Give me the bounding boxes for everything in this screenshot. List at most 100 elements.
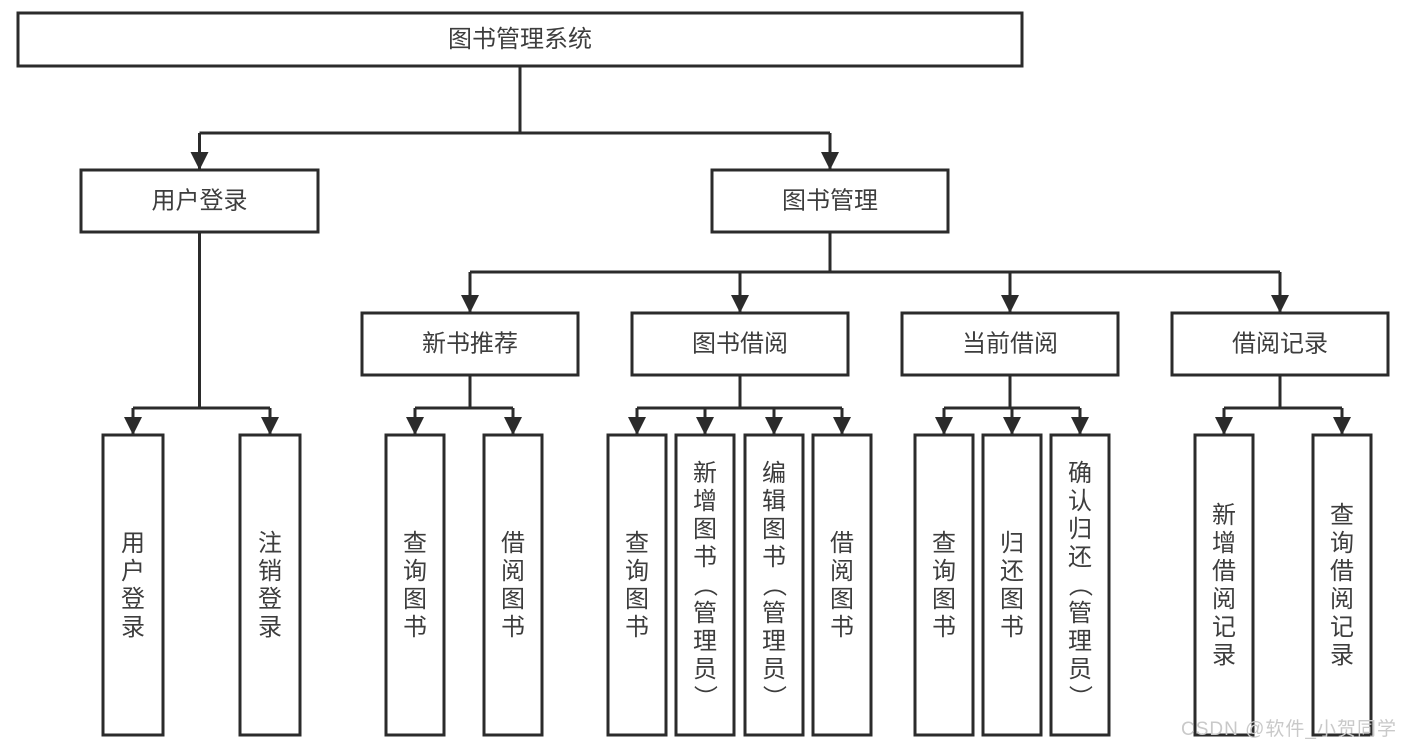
node-box-leaf-borrow-book-1	[482, 433, 544, 737]
node-label-leaf-borrow-book-1-char-1: 阅	[501, 558, 525, 585]
node-label-leaf-borrow-book-2-char-2: 图	[830, 586, 854, 613]
node-label-leaf-add-book-char-7: 员	[693, 656, 717, 683]
node-label-leaf-query-record-char-3: 阅	[1330, 586, 1354, 613]
arrow-head-icon	[124, 417, 142, 435]
arrow-head-icon	[261, 417, 279, 435]
node-box-leaf-query-record	[1311, 433, 1373, 737]
node-box-borrow-record	[1170, 311, 1390, 377]
arrow-head-icon	[696, 417, 714, 435]
node-box-book-manage	[710, 168, 950, 234]
edges-from-new-book-rec	[406, 375, 522, 435]
node-box-leaf-add-record	[1193, 433, 1255, 737]
node-label-leaf-query-book-1-char-2: 图	[403, 586, 427, 613]
arrow-head-icon	[504, 417, 522, 435]
node-label-leaf-borrow-book-1-char-3: 书	[501, 614, 525, 641]
node-label-leaf-return-book-char-0: 归	[1000, 530, 1024, 557]
node-label-leaf-query-book-1-char-3: 书	[403, 614, 427, 641]
node-label-leaf-add-book-char-2: 图	[693, 516, 717, 543]
arrow-head-icon	[821, 152, 839, 170]
node-label-leaf-query-book-2-char-1: 询	[625, 558, 649, 585]
node-label-leaf-user-login-char-3: 录	[121, 614, 145, 641]
node-label-leaf-edit-book-char-3: 书	[762, 544, 786, 571]
node-label-leaf-user-logout-char-0: 注	[258, 530, 282, 557]
node-box-new-book-rec	[360, 311, 580, 377]
node-layer: 图书管理系统用户登录图书管理新书推荐图书借阅当前借阅借阅记录用户登录注销登录查询…	[16, 11, 1390, 737]
node-label-leaf-borrow-book-1-char-0: 借	[501, 530, 525, 557]
node-label-leaf-return-book-char-2: 图	[1000, 586, 1024, 613]
node-label-leaf-add-book-char-8: ）	[691, 685, 718, 709]
node-current-borrow[interactable]: 当前借阅	[900, 311, 1120, 377]
arrow-head-icon	[731, 295, 749, 313]
arrow-head-icon	[833, 417, 851, 435]
node-label-leaf-add-book-char-6: 理	[693, 628, 717, 655]
node-box-leaf-query-book-1	[384, 433, 446, 737]
arrow-head-icon	[628, 417, 646, 435]
node-label-leaf-confirm-return-char-5: 管	[1068, 600, 1092, 627]
node-label-leaf-confirm-return-char-6: 理	[1068, 628, 1092, 655]
node-label-leaf-query-record-char-5: 录	[1330, 642, 1354, 669]
node-label-leaf-add-book-char-5: 管	[693, 600, 717, 627]
node-label-leaf-confirm-return-char-2: 归	[1068, 516, 1092, 543]
node-label-leaf-query-record-char-2: 借	[1330, 558, 1354, 585]
node-label-leaf-user-logout-char-1: 销	[258, 558, 282, 585]
node-label-leaf-add-record-char-0: 新	[1212, 502, 1236, 529]
node-box-current-borrow	[900, 311, 1120, 377]
node-label-leaf-query-record-char-0: 查	[1330, 502, 1354, 529]
node-new-book-rec[interactable]: 新书推荐	[360, 311, 580, 377]
node-borrow-record[interactable]: 借阅记录	[1170, 311, 1390, 377]
node-box-leaf-edit-book	[743, 433, 805, 737]
node-label-leaf-query-book-2-char-0: 查	[625, 530, 649, 557]
node-label-leaf-user-logout-char-2: 登	[258, 586, 282, 613]
node-user-login[interactable]: 用户登录	[79, 168, 320, 234]
arrow-head-icon	[1071, 417, 1089, 435]
node-label-leaf-edit-book-char-0: 编	[762, 460, 786, 487]
node-label-leaf-confirm-return-char-4: （	[1066, 573, 1093, 597]
node-label-leaf-return-book-char-1: 还	[1000, 558, 1024, 585]
node-label-leaf-edit-book-char-4: （	[760, 573, 787, 597]
edges-from-book-borrow	[628, 375, 851, 435]
node-label-user-login: 用户登录	[152, 187, 248, 214]
node-label-leaf-add-book-char-1: 增	[693, 488, 717, 515]
node-book-manage[interactable]: 图书管理	[710, 168, 950, 234]
node-label-leaf-query-book-1-char-0: 查	[403, 530, 427, 557]
node-box-user-login	[79, 168, 320, 234]
node-label-leaf-borrow-book-2-char-3: 书	[830, 614, 854, 641]
edges-from-book-manage	[461, 232, 1289, 313]
node-label-leaf-query-book-3-char-1: 询	[932, 558, 956, 585]
node-label-leaf-user-logout-char-3: 录	[258, 614, 282, 641]
node-label-leaf-add-book-char-0: 新	[693, 460, 717, 487]
node-label-leaf-add-book-char-3: 书	[693, 544, 717, 571]
node-label-leaf-add-record-char-5: 录	[1212, 642, 1236, 669]
arrow-head-icon	[765, 417, 783, 435]
arrow-head-icon	[1215, 417, 1233, 435]
arrow-head-icon	[935, 417, 953, 435]
node-label-leaf-edit-book-char-1: 辑	[762, 488, 786, 515]
node-label-leaf-borrow-book-1-char-2: 图	[501, 586, 525, 613]
node-leaf-user-login[interactable]: 用户登录	[101, 433, 165, 737]
arrow-head-icon	[1271, 295, 1289, 313]
node-label-leaf-query-book-2-char-3: 书	[625, 614, 649, 641]
node-book-borrow[interactable]: 图书借阅	[630, 311, 850, 377]
arrow-head-icon	[1003, 417, 1021, 435]
node-label-leaf-edit-book-char-5: 管	[762, 600, 786, 627]
node-label-leaf-query-book-3-char-3: 书	[932, 614, 956, 641]
node-root[interactable]: 图书管理系统	[16, 11, 1024, 68]
node-box-leaf-borrow-book-2	[811, 433, 873, 737]
node-box-root	[16, 11, 1024, 68]
node-label-leaf-edit-book-char-8: ）	[760, 685, 787, 709]
arrow-head-icon	[1001, 295, 1019, 313]
node-label-leaf-add-record-char-4: 记	[1212, 614, 1236, 641]
node-box-leaf-user-login	[101, 433, 165, 737]
